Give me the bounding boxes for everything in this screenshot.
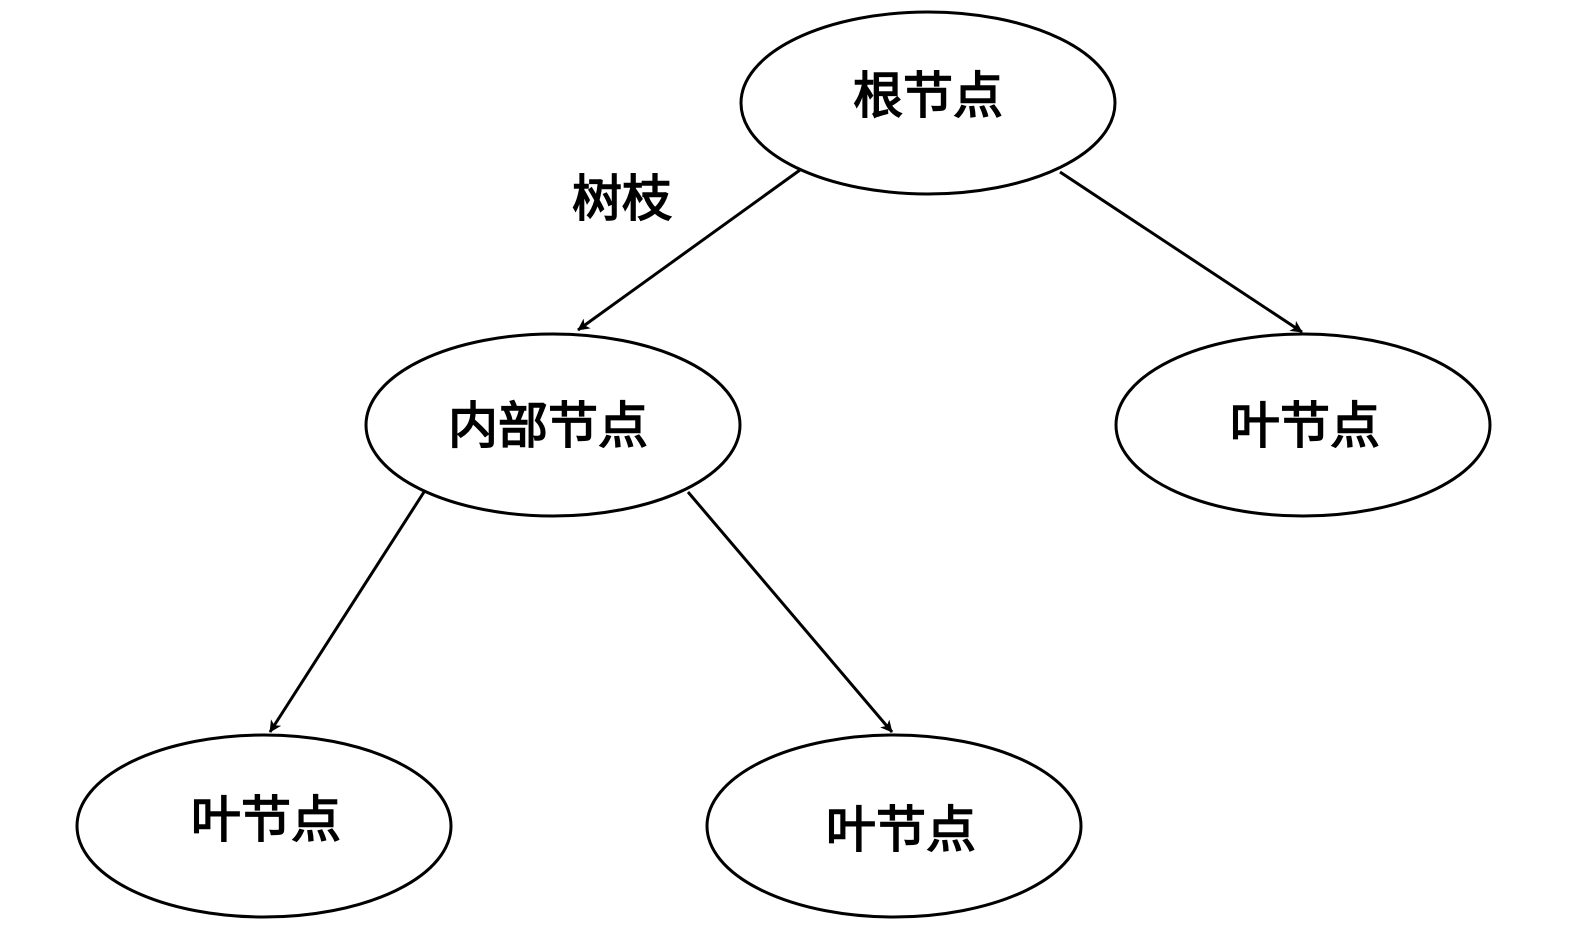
node-leaf-bottom-left-label: 叶节点 [191, 790, 341, 849]
node-leaf-right-shape [1114, 332, 1492, 518]
edge-internal-to-leaf-bottom-middle [686, 491, 894, 733]
node-leaf-bottom-middle-label: 叶节点 [826, 800, 976, 859]
node-internal-shape [364, 332, 742, 518]
node-internal: 内部节点 [364, 332, 742, 518]
node-leaf-right-label: 叶节点 [1230, 396, 1380, 455]
node-root: 根节点 [739, 10, 1117, 196]
edge-root-to-leaf-right [1059, 170, 1303, 334]
node-leaf-bottom-middle-shape [705, 733, 1083, 919]
node-leaf-right: 叶节点 [1114, 332, 1492, 518]
node-leaf-bottom-left-shape [75, 733, 453, 919]
edges [268, 168, 1303, 733]
edge-internal-to-leaf-bottom-left [268, 491, 426, 733]
node-leaf-bottom-left: 叶节点 [75, 733, 453, 919]
node-internal-label: 内部节点 [448, 396, 648, 455]
edge-root-to-internal [577, 168, 801, 332]
node-root-shape [739, 10, 1117, 196]
node-root-label: 根节点 [853, 66, 1003, 125]
node-leaf-bottom-middle: 叶节点 [705, 733, 1083, 919]
edge-label-branch: 树枝 [572, 169, 673, 228]
